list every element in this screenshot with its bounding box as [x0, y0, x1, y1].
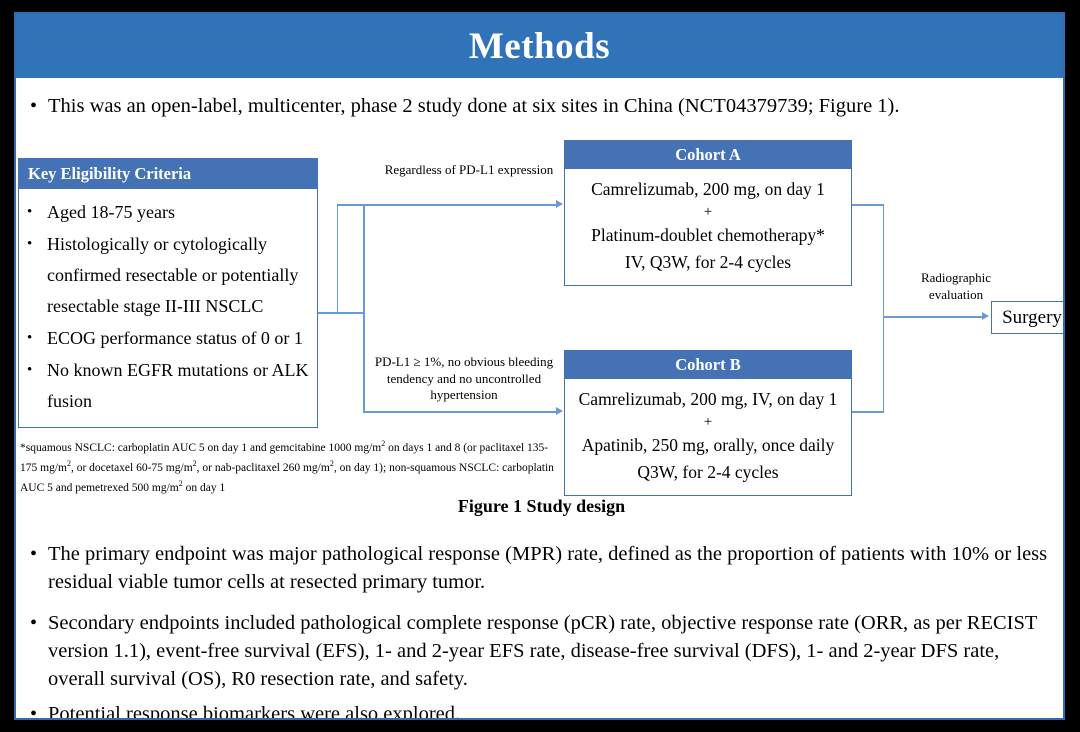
- eligibility-list: • Aged 18-75 years • Histologically or c…: [19, 189, 317, 417]
- cohort-a-line3: IV, Q3W, for 2-4 cycles: [624, 252, 792, 272]
- bullet-marker-icon: •: [30, 95, 38, 117]
- connector-to-cohort-a: [363, 204, 557, 206]
- label-cohort-a-criteria: Regardless of PD-L1 expression: [384, 162, 554, 177]
- list-item: • No known EGFR mutations or ALK fusion: [27, 355, 311, 417]
- page-title: Methods: [468, 25, 611, 67]
- cohort-a-line1: Camrelizumab, 200 mg, on day 1: [591, 179, 825, 199]
- bullet-marker-icon: •: [27, 330, 33, 346]
- surgery-box: Surgery: [991, 301, 1063, 334]
- list-item: • Histologically or cytologically confir…: [27, 229, 311, 322]
- figure-caption: Figure 1 Study design: [457, 496, 626, 516]
- cohort-b-plus: +: [703, 414, 713, 430]
- cohort-b-line3: Q3W, for 2-4 cycles: [637, 462, 779, 482]
- label-radiographic-evaluation: Radiographic evaluation: [920, 270, 992, 302]
- cohort-b-header: Cohort B: [565, 351, 851, 379]
- cohort-a-body: Camrelizumab, 200 mg, on day 1 + Platinu…: [565, 169, 851, 285]
- connector-branch-a-top: [336, 204, 365, 206]
- arrow-head-cohort-b-icon: [556, 407, 563, 415]
- connector-branch-vertical: [363, 204, 365, 412]
- connector-elig-out: [318, 312, 338, 314]
- arrow-head-cohort-a-icon: [556, 200, 563, 208]
- bullet-marker-icon: •: [30, 612, 38, 634]
- connector-cohort-a-out: [852, 204, 884, 206]
- cohort-b-line1: Camrelizumab, 200 mg, IV, on day 1: [578, 389, 838, 409]
- arrow-head-surgery-icon: [982, 312, 989, 320]
- bullet-primary-endpoint-text: The primary endpoint was major pathologi…: [48, 543, 1048, 593]
- cohort-a-plus: +: [703, 204, 713, 220]
- cohort-b-box: Cohort B Camrelizumab, 200 mg, IV, on da…: [564, 350, 852, 496]
- figure-footnote: *squamous NSCLC: carboplatin AUC 5 on da…: [20, 436, 560, 496]
- eligibility-criteria-box: Key Eligibility Criteria • Aged 18-75 ye…: [18, 158, 318, 428]
- cohort-a-line2: Platinum-doublet chemotherapy*: [591, 225, 825, 245]
- list-item: • ECOG performance status of 0 or 1: [27, 323, 311, 354]
- study-design-figure: Key Eligibility Criteria • Aged 18-75 ye…: [16, 122, 1063, 522]
- eligibility-item-label: Histologically or cytologically confirme…: [47, 234, 299, 316]
- bullet-secondary-endpoints-text: Secondary endpoints included pathologica…: [48, 612, 1038, 690]
- cohort-b-line2: Apatinib, 250 mg, orally, once daily: [581, 435, 835, 455]
- bullet-biomarkers: • Potential response biomarkers were als…: [30, 700, 730, 720]
- cohort-a-header: Cohort A: [565, 141, 851, 169]
- bullet-marker-icon: •: [27, 236, 33, 252]
- bullet-marker-icon: •: [30, 703, 38, 720]
- cohort-a-box: Cohort A Camrelizumab, 200 mg, on day 1 …: [564, 140, 852, 286]
- connector-merge-vertical: [882, 204, 885, 413]
- eligibility-item-label: No known EGFR mutations or ALK fusion: [47, 360, 309, 411]
- connector-to-surgery: [882, 316, 985, 318]
- eligibility-header: Key Eligibility Criteria: [19, 159, 317, 189]
- connector-cohort-b-out: [852, 411, 884, 413]
- bullet-marker-icon: •: [27, 362, 33, 378]
- slide-title-banner: Methods: [16, 14, 1063, 78]
- cohort-b-body: Camrelizumab, 200 mg, IV, on day 1 + Apa…: [565, 379, 851, 495]
- slide: Methods • This was an open-label, multic…: [14, 12, 1065, 720]
- bullet-marker-icon: •: [30, 543, 38, 565]
- bullet-intro-text: This was an open-label, multicenter, pha…: [48, 95, 900, 117]
- connector-to-cohort-b: [363, 411, 557, 413]
- surgery-label: Surgery: [1002, 306, 1062, 328]
- eligibility-item-label: Aged 18-75 years: [47, 202, 175, 222]
- footnote-text: *squamous NSCLC: carboplatin AUC 5 on da…: [20, 439, 554, 494]
- bullet-primary-endpoint: • The primary endpoint was major patholo…: [30, 540, 1055, 596]
- eligibility-item-label: ECOG performance status of 0 or 1: [47, 328, 303, 348]
- connector-branch-b-top: [336, 312, 365, 314]
- connector-split-vertical: [336, 204, 339, 314]
- bullet-intro: • This was an open-label, multicenter, p…: [30, 92, 1060, 120]
- list-item: • Aged 18-75 years: [27, 197, 311, 228]
- bullet-secondary-endpoints: • Secondary endpoints included pathologi…: [30, 609, 1060, 693]
- label-cohort-b-criteria: PD-L1 ≥ 1%, no obvious bleeding tendency…: [374, 354, 554, 402]
- bullet-marker-icon: •: [27, 204, 33, 220]
- bullet-biomarkers-text: Potential response biomarkers were also …: [48, 703, 461, 720]
